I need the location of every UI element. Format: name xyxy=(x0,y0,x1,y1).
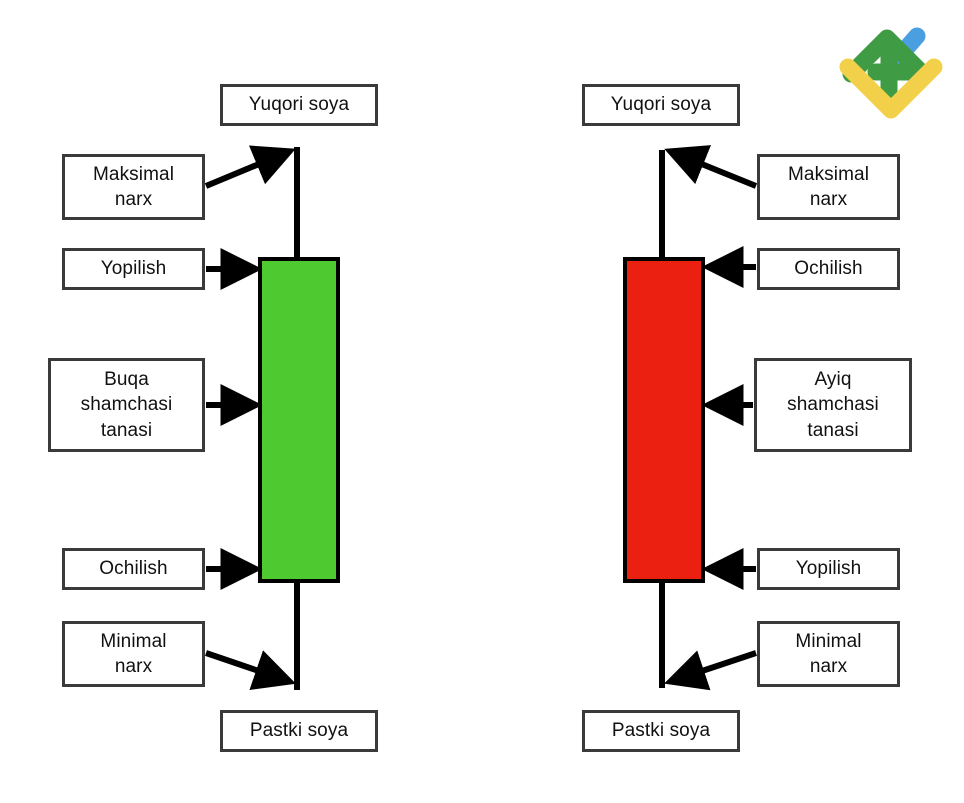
left-high-price-label[interactable]: Maksimal narx xyxy=(62,154,205,220)
left-close-label[interactable]: Yopilish xyxy=(62,248,205,290)
right-close-label[interactable]: Yopilish xyxy=(757,548,900,590)
arrow-left-high-price xyxy=(204,145,296,189)
left-upper-shadow-label[interactable]: Yuqori soya xyxy=(220,84,378,126)
right-arrows xyxy=(664,145,758,691)
left-arrows xyxy=(204,145,296,691)
right-body-label[interactable]: Ayiq shamchasi tanasi xyxy=(754,358,912,452)
logo-green-shape xyxy=(842,29,932,83)
left-body-label[interactable]: Buqa shamchasi tanasi xyxy=(48,358,205,452)
right-candle-graphic xyxy=(623,150,705,688)
fx-logo xyxy=(839,27,943,119)
right-low-price-label[interactable]: Minimal narx xyxy=(757,621,900,687)
right-candle-body xyxy=(623,257,705,583)
left-open-label[interactable]: Ochilish xyxy=(62,548,205,590)
right-high-price-label[interactable]: Maksimal narx xyxy=(757,154,900,220)
right-lower-shadow-label[interactable]: Pastki soya xyxy=(582,710,740,752)
left-lower-shadow-label[interactable]: Pastki soya xyxy=(220,710,378,752)
right-upper-shadow-label[interactable]: Yuqori soya xyxy=(582,84,740,126)
arrow-right-low-price xyxy=(664,650,757,691)
logo-yellow-check xyxy=(839,58,943,119)
arrow-left-low-price xyxy=(205,650,296,691)
right-open-label[interactable]: Ochilish xyxy=(757,248,900,290)
arrow-right-high-price xyxy=(664,145,758,189)
left-low-price-label[interactable]: Minimal narx xyxy=(62,621,205,687)
left-candle-graphic xyxy=(258,147,340,690)
left-candle-body xyxy=(258,257,340,583)
